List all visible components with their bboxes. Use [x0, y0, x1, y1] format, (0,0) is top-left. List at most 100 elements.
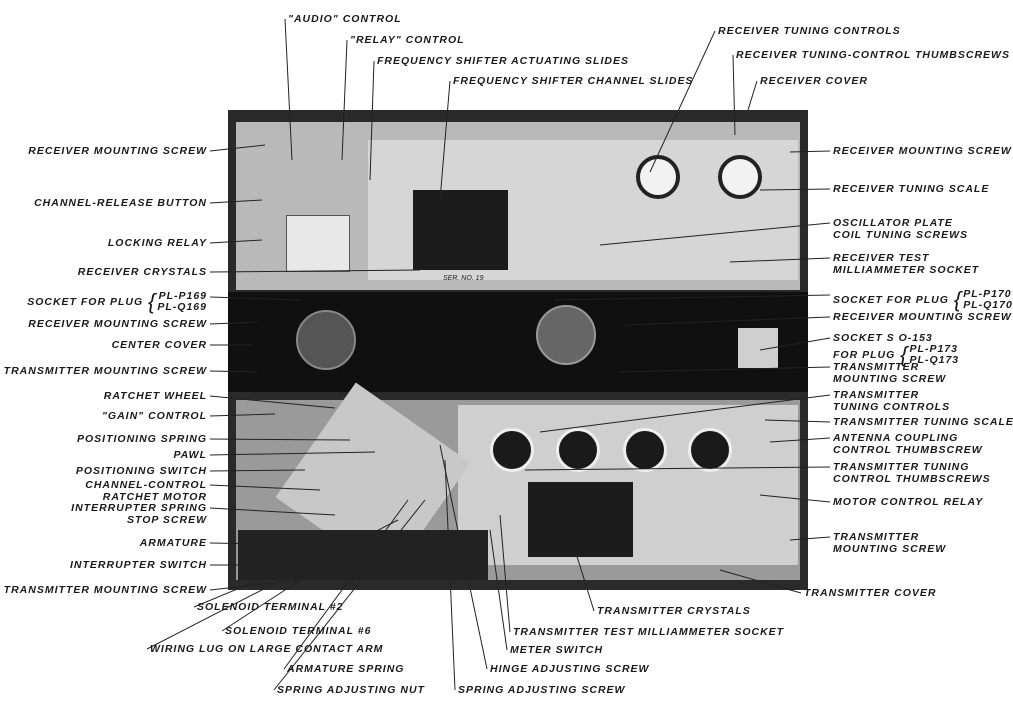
receiver-crystal-block [413, 190, 508, 270]
label-line: TRANSMITTER COVER [804, 587, 937, 599]
leader-line-positioning-spring [209, 438, 351, 441]
label-frequency-shifter-actuating-slides: FREQUENCY SHIFTER ACTUATING SLIDES [377, 55, 629, 67]
leader-line-armature-spring [283, 499, 409, 670]
label-line: SOLENOID TERMINAL #6 [225, 625, 372, 637]
leader-line-oscillator-plate-coil-tuning-screws [599, 222, 831, 246]
label-line: RECEIVER TEST [833, 252, 930, 264]
label-positioning-spring: POSITIONING SPRING [77, 433, 207, 445]
leader-line-motor-control-relay [759, 494, 831, 503]
plug-designation: PL-Q170 [963, 299, 1013, 311]
label-line: RATCHET MOTOR [102, 491, 207, 503]
label-receiver-crystals: RECEIVER CRYSTALS [78, 266, 207, 278]
label-hinge-adjusting-screw: HINGE ADJUSTING SCREW [490, 663, 649, 675]
serial-plate: SER. NO. 19 [443, 275, 484, 282]
leader-line-receiver-mounting-screw-1 [209, 144, 266, 152]
label-wiring-lug: WIRING LUG ON LARGE CONTACT ARM [150, 643, 383, 655]
label-line: POSITIONING SPRING [76, 433, 207, 445]
label-receiver-mounting-screw-4: RECEIVER MOUNTING SCREW [833, 311, 1012, 323]
leader-line-transmitter-tuning-control-thumbscrews [524, 466, 831, 471]
label-transmitter-mounting-screw-1: TRANSMITTER MOUNTING SCREW [4, 365, 207, 377]
label-channel-release-button: CHANNEL-RELEASE BUTTON [34, 197, 207, 209]
leader-line-transmitter-tuning-scale [764, 419, 831, 423]
label-positioning-switch: POSITIONING SWITCH [76, 465, 207, 477]
label-interrupter-switch: INTERRUPTER SWITCH [70, 559, 207, 571]
label-line: TRANSMITTER TUNING SCALE [833, 416, 1013, 428]
label-locking-relay: LOCKING RELAY [108, 237, 207, 249]
label-line: SPRING ADJUSTING SCREW [458, 684, 626, 696]
leader-line-transmitter-mounting-screw-4 [789, 536, 831, 541]
label-line: RECEIVER TUNING CONTROLS [718, 25, 901, 37]
label-line: CONTROL THUMBSCREW [833, 444, 983, 456]
label-line: TRANSMITTER [833, 531, 920, 543]
label-line: TUNING CONTROLS [833, 401, 951, 413]
label-meter-switch: METER SWITCH [510, 644, 603, 656]
label-line: ARMATURE [139, 537, 207, 549]
label-solenoid-terminal-6: SOLENOID TERMINAL #6 [225, 625, 371, 637]
plug-designation: PL-Q173 [909, 354, 960, 366]
label-center-cover: CENTER COVER [112, 339, 207, 351]
plug-designation: PL-P170 [963, 288, 1012, 300]
leader-line-gain-control [209, 413, 276, 417]
label-line: TRANSMITTER TEST MILLIAMMETER SOCKET [513, 626, 785, 638]
leader-line-armature [209, 542, 341, 546]
transmitter-knob-3 [623, 428, 667, 472]
label-frequency-shifter-channel-slides: FREQUENCY SHIFTER CHANNEL SLIDES [453, 75, 693, 87]
label-receiver-tuning-scale: RECEIVER TUNING SCALE [833, 183, 989, 195]
leader-line-solenoid-terminal-2 [193, 539, 356, 608]
leader-line-pawl [209, 451, 376, 456]
plug-designation: PL-P169 [158, 290, 207, 302]
receiver-dial-right [718, 155, 762, 199]
label-line: WIRING LUG ON LARGE CONTACT ARM [150, 643, 384, 655]
leader-line-receiver-tuning-control-thumbscrews [732, 54, 736, 136]
label-line: COIL TUNING SCREWS [833, 229, 969, 241]
label-audio-control: "AUDIO" CONTROL [288, 13, 402, 25]
label-pawl: PAWL [173, 449, 207, 461]
label-line: ANTENNA COUPLING [833, 432, 959, 444]
label-line: PAWL [173, 449, 207, 461]
receiver-dial-left [636, 155, 680, 199]
leader-line-transmitter-mounting-screw-1 [209, 370, 259, 373]
label-motor-control-relay: MOTOR CONTROL RELAY [833, 496, 983, 508]
leader-line-positioning-switch [209, 469, 306, 472]
label-line: TRANSMITTER CRYSTALS [597, 605, 751, 617]
socket-169 [296, 310, 356, 370]
leader-line-channel-control-ratchet-motor [209, 484, 321, 491]
label-line: MILLIAMMETER SOCKET [833, 264, 980, 276]
label-line: MOTOR CONTROL RELAY [833, 496, 984, 508]
label-line: MOUNTING SCREW [833, 373, 947, 385]
brace: { [953, 287, 963, 312]
label-line: CHANNEL-RELEASE BUTTON [34, 197, 207, 209]
label-line: CENTER COVER [111, 339, 207, 351]
leader-line-socket-for-plug-169 [209, 296, 301, 301]
leader-line-receiver-mounting-screw-4 [624, 316, 831, 326]
label-line: SOCKET S O-153 [833, 332, 933, 344]
label-gain-control: "GAIN" CONTROL [102, 410, 207, 422]
label-transmitter-tuning-scale: TRANSMITTER TUNING SCALE [833, 416, 1013, 428]
label-line: RECEIVER TUNING SCALE [833, 183, 990, 195]
label-solenoid-terminal-2: SOLENOID TERMINAL #2 [197, 601, 343, 613]
label-relay-control: "RELAY" CONTROL [350, 34, 465, 46]
label-ratchet-wheel: RATCHET WHEEL [104, 390, 207, 402]
transmitter-knob-2 [556, 428, 600, 472]
leader-line-antenna-coupling-control-thumbscrew [769, 437, 831, 443]
label-line: RECEIVER MOUNTING SCREW [28, 318, 207, 330]
label-line: RATCHET WHEEL [103, 390, 207, 402]
label-line: FREQUENCY SHIFTER ACTUATING SLIDES [377, 55, 629, 67]
label-armature-spring: ARMATURE SPRING [287, 663, 404, 675]
label-line: TRANSMITTER [833, 389, 920, 401]
label-line: RECEIVER COVER [760, 75, 868, 87]
label-line: STOP SCREW [126, 514, 207, 526]
label-line: HINGE ADJUSTING SCREW [490, 663, 650, 675]
leader-line-wiring-lug [146, 519, 399, 650]
label-spring-adjusting-screw: SPRING ADJUSTING SCREW [458, 684, 625, 696]
